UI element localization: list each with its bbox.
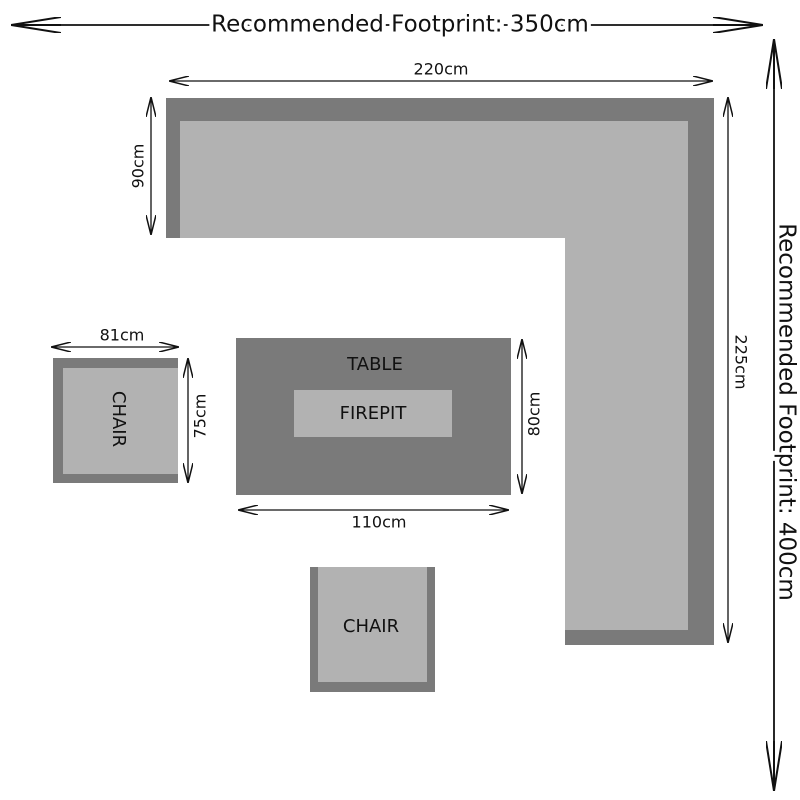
sofa-depth-label: 90cm (129, 144, 148, 189)
chair-bottom-label: CHAIR (343, 616, 399, 637)
sofa-width-label: 220cm (414, 60, 469, 79)
table-width-label: 110cm (352, 513, 407, 532)
sofa-side-label: 225cm (732, 335, 751, 390)
chair-left: CHAIR (53, 358, 178, 483)
chair-width-label: 81cm (100, 326, 145, 345)
chair-depth-label: 75cm (191, 394, 210, 439)
chair-left-label: CHAIR (108, 391, 129, 447)
footprint-depth-label: Recommended Footprint: 400cm (774, 223, 800, 601)
corner-sofa (166, 98, 714, 645)
firepit (294, 390, 452, 437)
table-label: TABLE (346, 354, 403, 375)
sofa-cushion (180, 121, 688, 630)
chair-bottom: CHAIR (310, 567, 435, 692)
footprint-width-label: Recommended Footprint: 350cm (211, 12, 589, 38)
firepit-label: FIREPIT (340, 403, 408, 424)
table: TABLE FIREPIT (236, 338, 511, 495)
table-depth-label: 80cm (525, 392, 544, 437)
chair-left-cushion (63, 368, 178, 474)
chair-bottom-cushion (318, 567, 427, 682)
